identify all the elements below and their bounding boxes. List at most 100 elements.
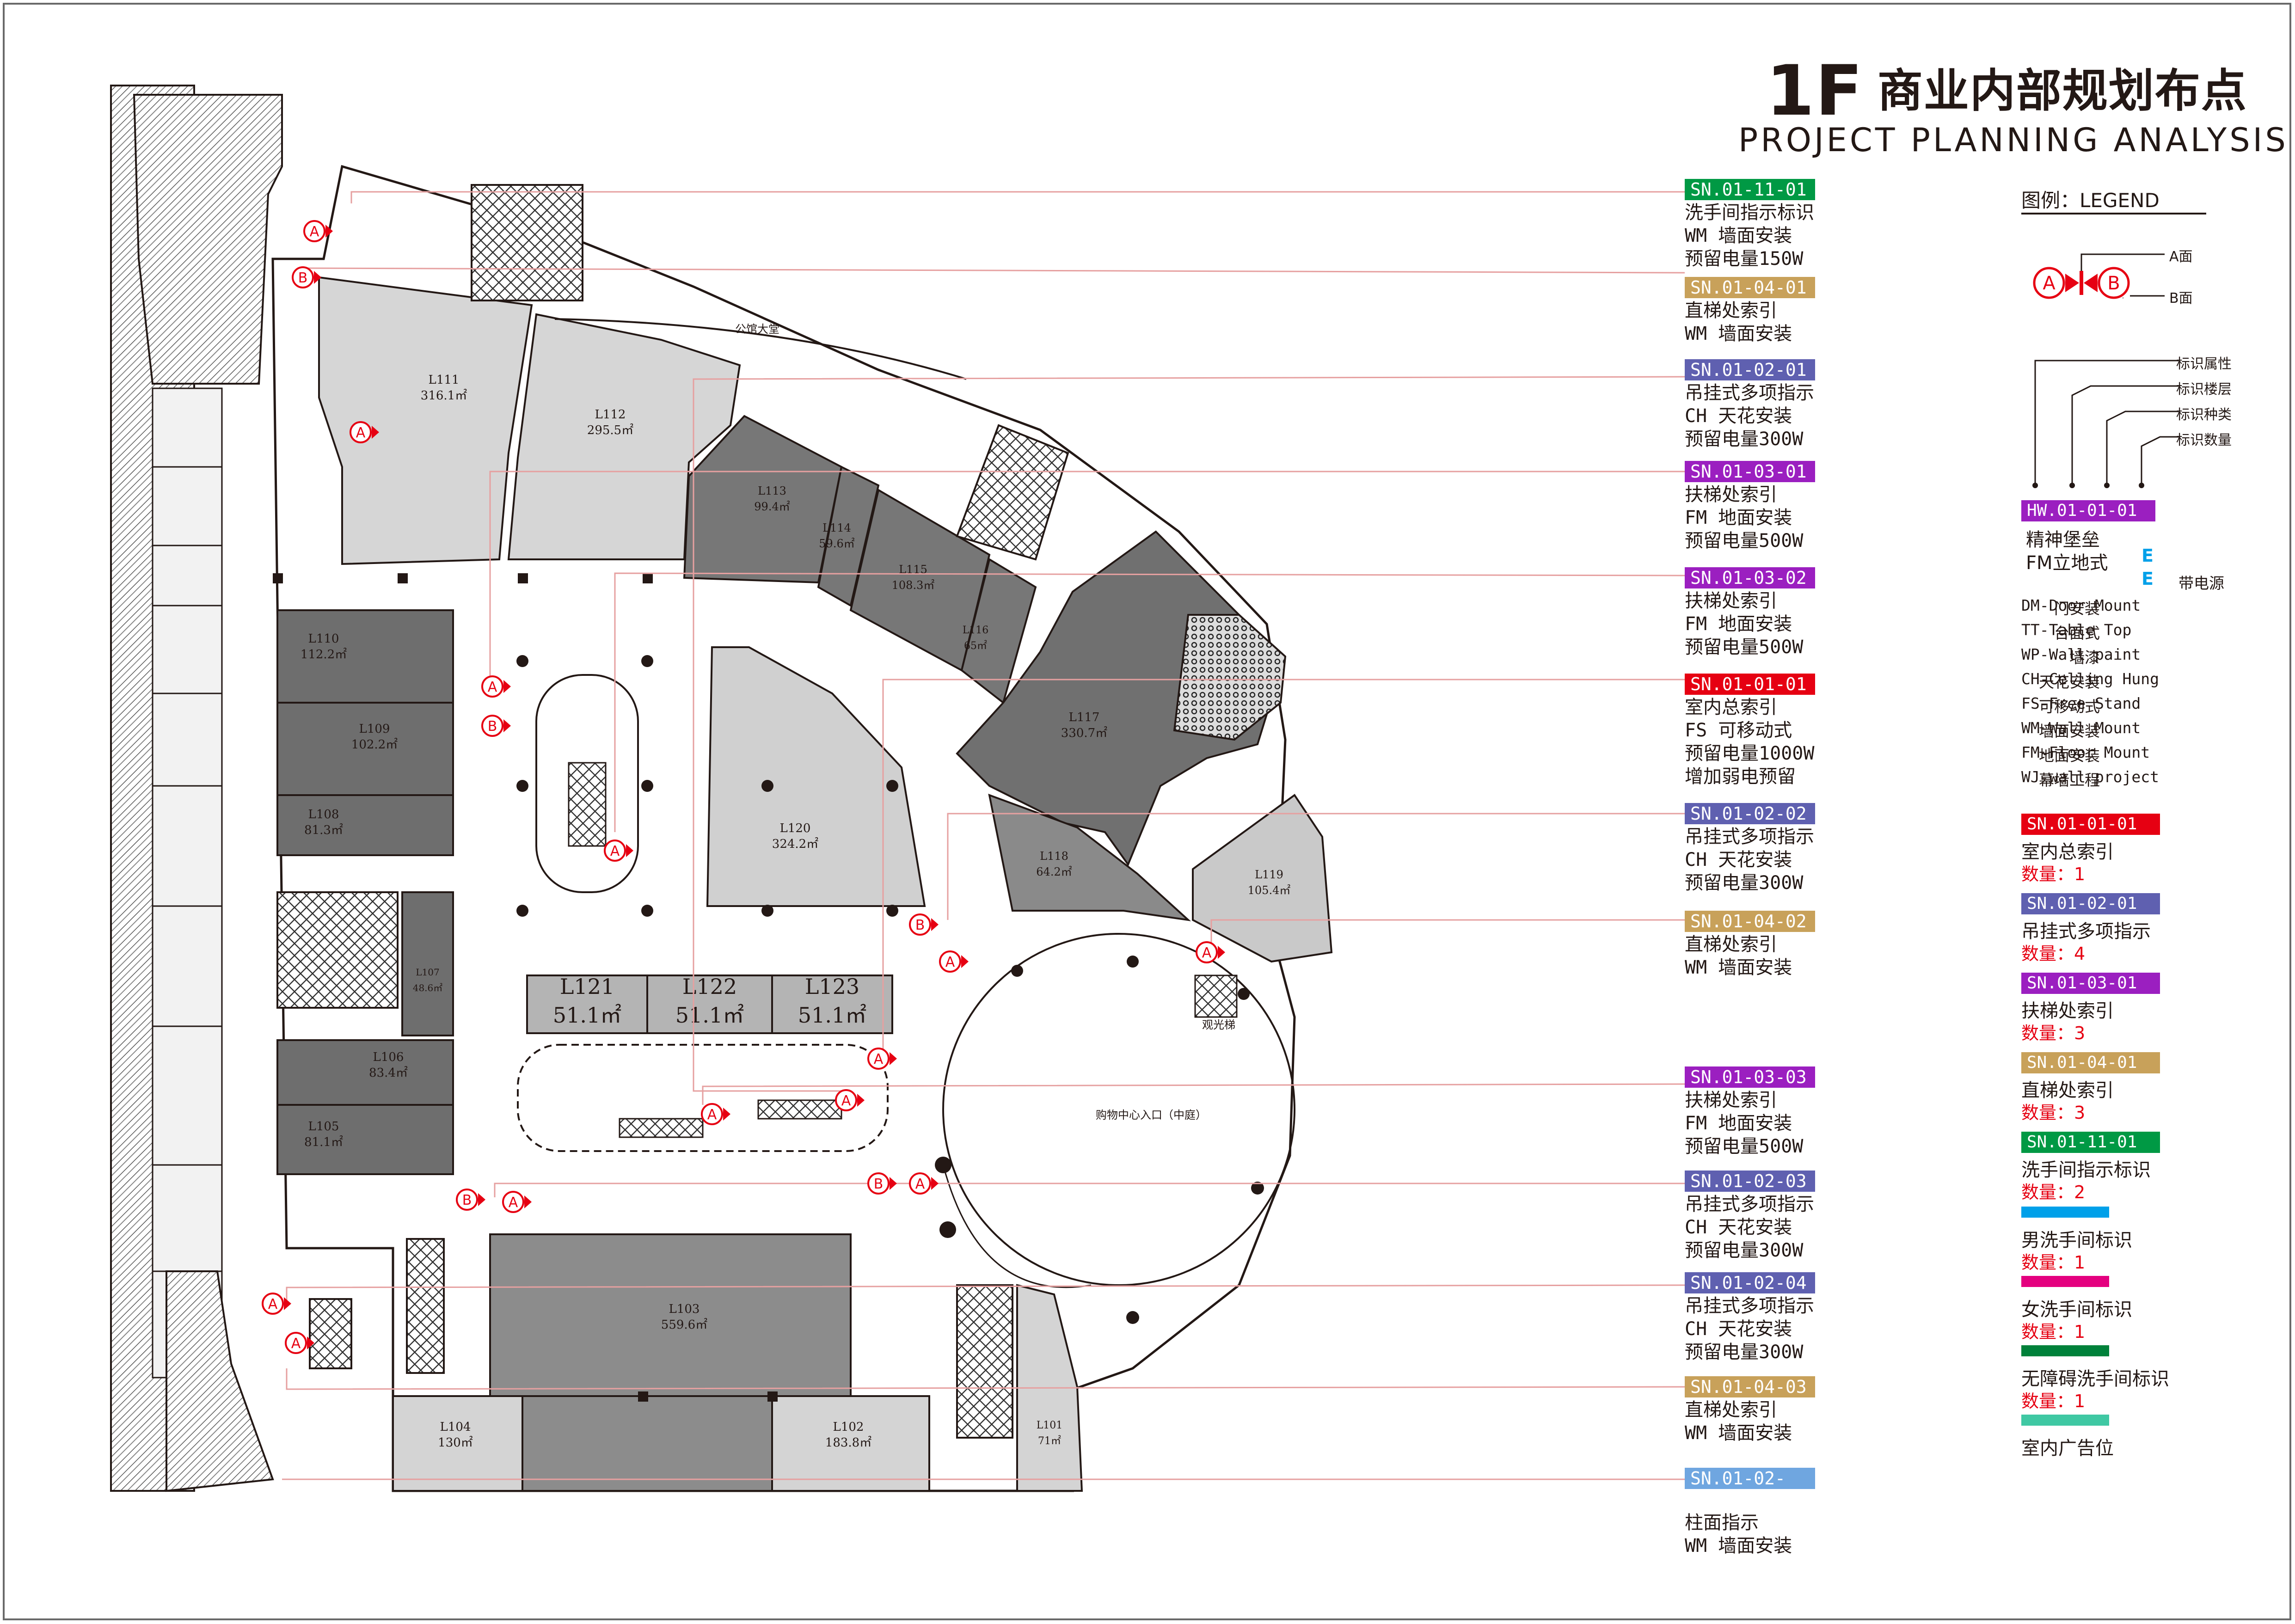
legend-attribute-tree (2032, 360, 2178, 488)
callout-line: 预留电量300W (1685, 429, 1804, 450)
legend-count-qty: 数量：3 (2021, 1023, 2086, 1043)
unit-labels: L111316.1㎡L112295.5㎡L11399.4㎡L11459.6㎡L1… (301, 373, 1291, 1450)
unit-L103-shape (489, 1233, 852, 1397)
marker-a-0: A (303, 220, 333, 242)
unit-area-L120: 324.2㎡ (772, 837, 818, 851)
legend-mount-cn: 可移动式 (2039, 698, 2100, 716)
unit-area-L109: 102.2㎡ (351, 738, 398, 752)
marker-b-1: B (292, 266, 321, 288)
legend-count-name: 吊挂式多项指示 (2021, 921, 2151, 942)
legend-bar-name: 无障碍洗手间标识 (2021, 1368, 2169, 1390)
svg-text:B: B (874, 1176, 884, 1192)
legend-face-a: A面 (2169, 249, 2193, 265)
unit-id-L109: L109 (359, 722, 390, 736)
svg-text:B: B (488, 718, 497, 735)
callout-code: SN.01-03-02 (1685, 567, 1815, 588)
callout-line: CH 天花安装 (1685, 849, 1792, 870)
unit-id-L103: L103 (669, 1302, 700, 1316)
unit-L120-shape (706, 646, 926, 907)
unit-id-L118: L118 (1040, 850, 1068, 863)
callout-code: SN.01-01-01 (1685, 674, 1815, 695)
legend-face-b: B面 (2169, 290, 2193, 306)
legend-count-name: 洗手间指示标识 (2021, 1159, 2151, 1181)
unit-L109-shape (276, 702, 454, 796)
svg-text:A: A (707, 1107, 717, 1123)
unit-L111-shape (318, 276, 533, 565)
svg-text:A: A (841, 1093, 851, 1109)
callout-line: 柱面指示 (1685, 1512, 1759, 1533)
legend-mount-abbr: FS-Free Stand (2021, 694, 2141, 712)
unit-area-L103: 559.6㎡ (661, 1318, 707, 1332)
unit-L105-shape (276, 1104, 454, 1175)
callout-code: SN.01-02-04 (1685, 1272, 1815, 1293)
legend-bar-name: 室内广告位 (2021, 1438, 2114, 1459)
marker-b-12: B (867, 1172, 897, 1195)
marker-a-11: A (701, 1103, 730, 1125)
legend-mount-abbr: WM-Wall Mount (2021, 719, 2141, 737)
legend-color-bar (2021, 1345, 2109, 1356)
callout-code: SN.01-04-01 (1685, 277, 1815, 298)
legend-e-mark-1: E (2142, 545, 2154, 566)
southwest-wedge (166, 1270, 274, 1492)
stair-core-north (471, 184, 583, 301)
callout-code: SN.01-02-03 (1685, 1171, 1815, 1192)
legend-e-mark-2: E (2142, 569, 2154, 589)
marker-b-14: B (456, 1189, 485, 1211)
core-east-dense (1173, 614, 1287, 741)
callout-line: FM 地面安装 (1685, 613, 1792, 635)
unit-id-L102: L102 (833, 1420, 864, 1434)
legend-power-label: 带电源 (2178, 574, 2224, 592)
unit-area-L106: 83.4㎡ (369, 1066, 408, 1080)
legend-mount-cn: 幕墙工程 (2039, 771, 2100, 789)
unit-id-L112: L112 (595, 408, 626, 422)
svg-text:A: A (2043, 273, 2056, 294)
callout-line: 预留电量500W (1685, 637, 1804, 658)
lobby-facade (554, 318, 967, 380)
callout-line: 扶梯处索引 (1685, 590, 1777, 612)
unit-id-L110: L110 (308, 632, 339, 646)
callout-line: FS 可移动式 (1685, 720, 1792, 741)
svg-text:A: A (310, 224, 319, 240)
stair-west (276, 891, 399, 1009)
callout-line: 吊挂式多项指示 (1685, 1194, 1814, 1215)
callout-line: 预留电量1000W (1685, 743, 1815, 764)
legend-sample-mount: FM立地式 (2026, 552, 2108, 574)
svg-text:A: A (509, 1195, 518, 1211)
callout-line: WM 墙面安装 (1685, 323, 1792, 344)
unit-L108-shape (276, 794, 454, 856)
unit-L118-shape (988, 793, 1191, 921)
callout-code: SN.01-04-02 (1685, 911, 1815, 932)
legend-count-name: 室内总索引 (2021, 841, 2114, 863)
legend-color-bar (2021, 1207, 2109, 1218)
svg-text:A: A (915, 1176, 925, 1192)
atrium-label: 购物中心入口（中庭） (1096, 1109, 1207, 1121)
legend-mount-abbr: DM-Door Mount (2021, 596, 2141, 614)
south-escalator-steps-2 (757, 1099, 842, 1120)
callout-line: WM 墙面安装 (1685, 225, 1792, 246)
callout-line: 扶梯处索引 (1685, 484, 1777, 505)
unit-area-L115: 108.3㎡ (892, 579, 935, 592)
legend-color-bar (2021, 1276, 2109, 1287)
svg-text:A: A (1202, 945, 1212, 961)
legend-bar-qty: 数量：1 (2021, 1391, 2086, 1411)
callout-line: FM 地面安装 (1685, 507, 1792, 528)
marker-a-10: A (835, 1089, 865, 1111)
legend-attr-label: 标识种类 (2176, 407, 2232, 423)
marker-a-16: A (262, 1293, 291, 1315)
legend-count-name: 扶梯处索引 (2021, 1000, 2114, 1022)
svg-text:A: A (610, 843, 620, 859)
unit-L107-shape (401, 891, 454, 1036)
